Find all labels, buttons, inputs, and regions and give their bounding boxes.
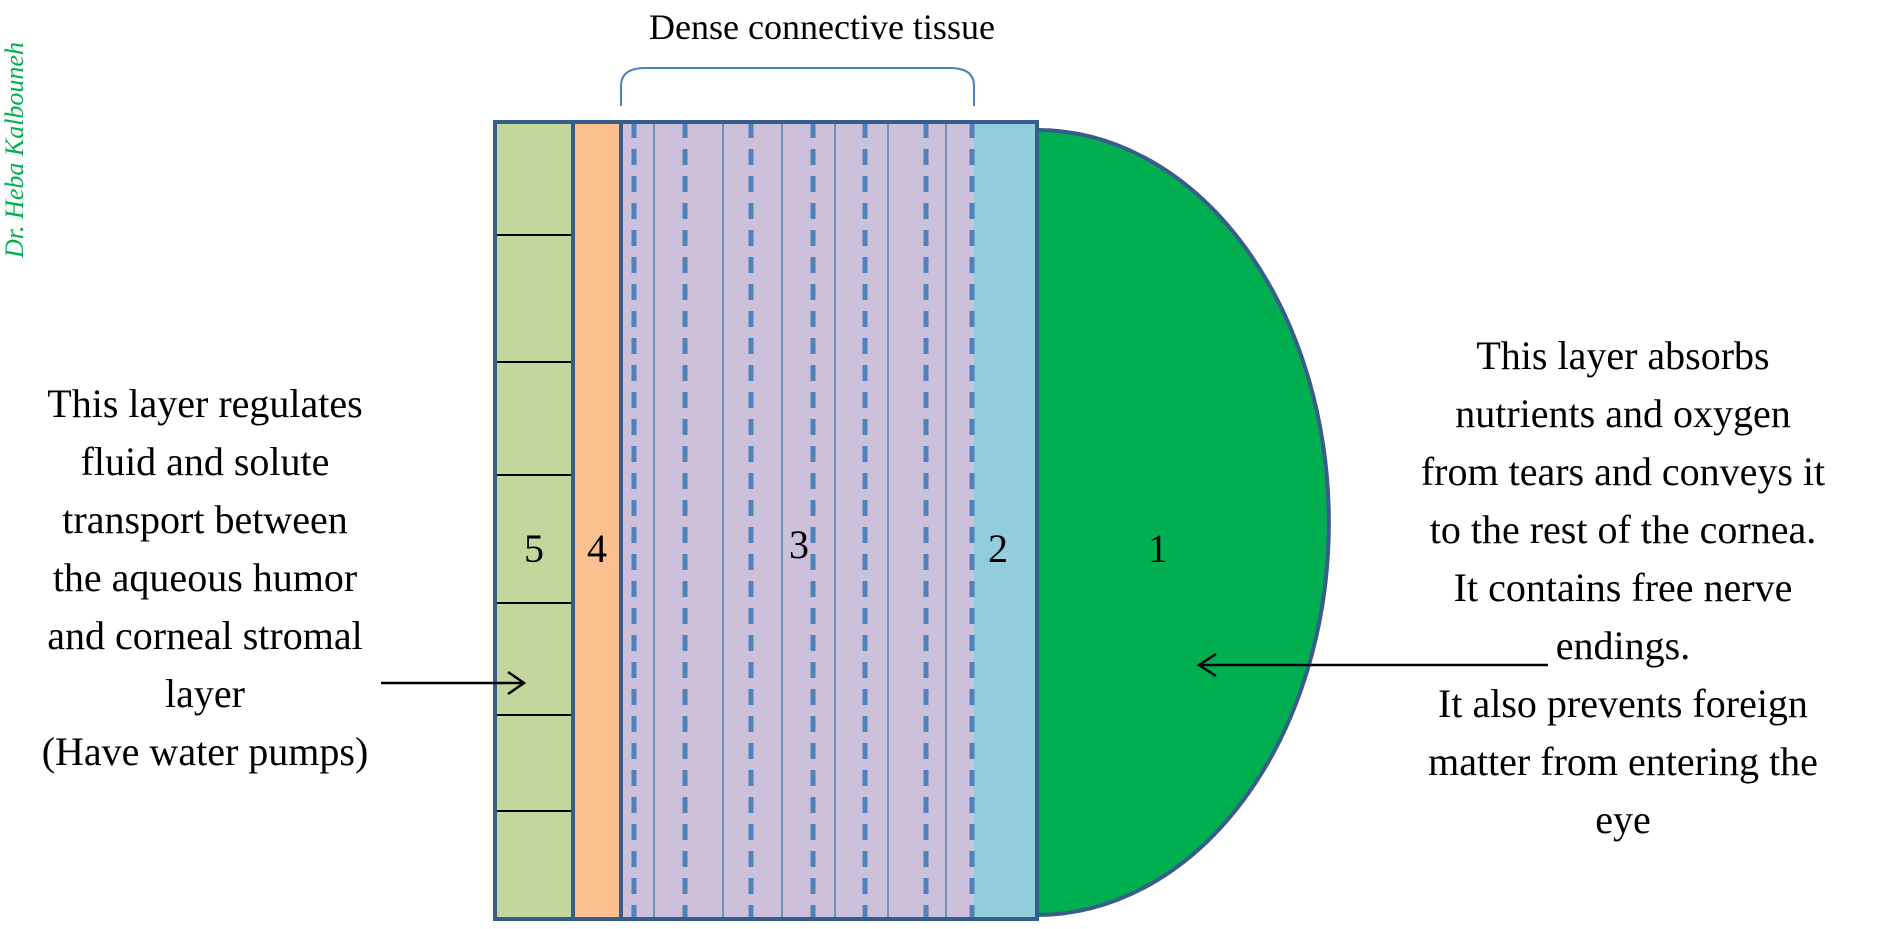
right-note-line: matter from entering the bbox=[1428, 739, 1818, 784]
left-note-line: This layer regulates bbox=[47, 381, 363, 426]
right-note-line: This layer absorbs bbox=[1476, 333, 1770, 378]
right-note-line: to the rest of the cornea. bbox=[1429, 507, 1817, 552]
bracket-label: Dense connective tissue bbox=[649, 7, 995, 47]
layer-5-endothelium bbox=[495, 122, 573, 919]
left-note-line: the aqueous humor bbox=[52, 555, 358, 600]
right-note-line: from tears and conveys it bbox=[1420, 449, 1826, 494]
right-arrow bbox=[1196, 652, 1548, 678]
layer-3-stroma bbox=[621, 122, 974, 919]
right-note-line: endings. bbox=[1555, 623, 1691, 668]
stroma-bracket bbox=[620, 67, 975, 106]
left-arrow bbox=[381, 670, 527, 696]
right-note-line: It also prevents foreign bbox=[1438, 681, 1808, 726]
right-note-line: It contains free nerve bbox=[1453, 565, 1793, 610]
left-note-line: transport between bbox=[62, 497, 348, 542]
left-note-line: layer bbox=[165, 671, 245, 716]
left-note-line: fluid and solute bbox=[80, 439, 330, 484]
layer-2-bowman bbox=[974, 122, 1037, 919]
layer-4-descemet bbox=[573, 122, 621, 919]
left-note-line: and corneal stromal bbox=[47, 613, 363, 658]
layer-number-2: 2 bbox=[988, 526, 1008, 571]
stroma-lamellae-solid bbox=[653, 122, 947, 919]
right-note-line: nutrients and oxygen bbox=[1455, 391, 1791, 436]
layer-number-3: 3 bbox=[789, 522, 809, 567]
endothelium-cell-dividers bbox=[495, 234, 573, 812]
right-note-line: eye bbox=[1595, 797, 1651, 842]
layer-1-epithelium bbox=[1035, 127, 1331, 918]
left-note-line: (Have water pumps) bbox=[41, 729, 369, 774]
layer-outlines bbox=[493, 120, 1039, 921]
layer-number-4: 4 bbox=[587, 526, 607, 571]
layer-number-5: 5 bbox=[524, 526, 544, 571]
layer-number-1: 1 bbox=[1148, 526, 1168, 571]
